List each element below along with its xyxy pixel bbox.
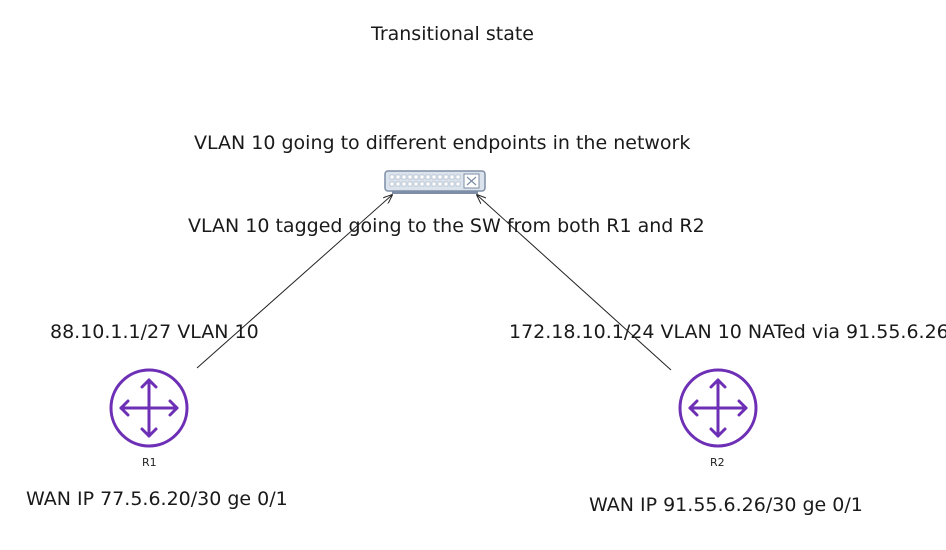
router-r2-wan-label: WAN IP 91.55.6.26/30 ge 0/1 (589, 494, 863, 516)
switch-icon[interactable] (384, 168, 487, 200)
diagram-title: Transitional state (371, 23, 534, 45)
vlan-tagged-label: VLAN 10 tagged going to the SW from both… (188, 215, 705, 237)
router-r1-icon[interactable] (109, 368, 189, 452)
router-r2-icon[interactable] (678, 368, 758, 452)
router-r1-wan-label: WAN IP 77.5.6.20/30 ge 0/1 (26, 488, 288, 510)
router-r1-name: R1 (142, 456, 157, 469)
link-r2-to-switch (477, 195, 672, 371)
vlan-endpoints-label: VLAN 10 going to different endpoints in … (194, 132, 691, 154)
router-r1-lan-label: 88.10.1.1/27 VLAN 10 (50, 321, 259, 343)
router-r2-name: R2 (710, 456, 725, 469)
link-r1-to-switch (196, 195, 392, 369)
router-r2-lan-label: 172.18.10.1/24 VLAN 10 NATed via 91.55.6… (509, 321, 946, 343)
